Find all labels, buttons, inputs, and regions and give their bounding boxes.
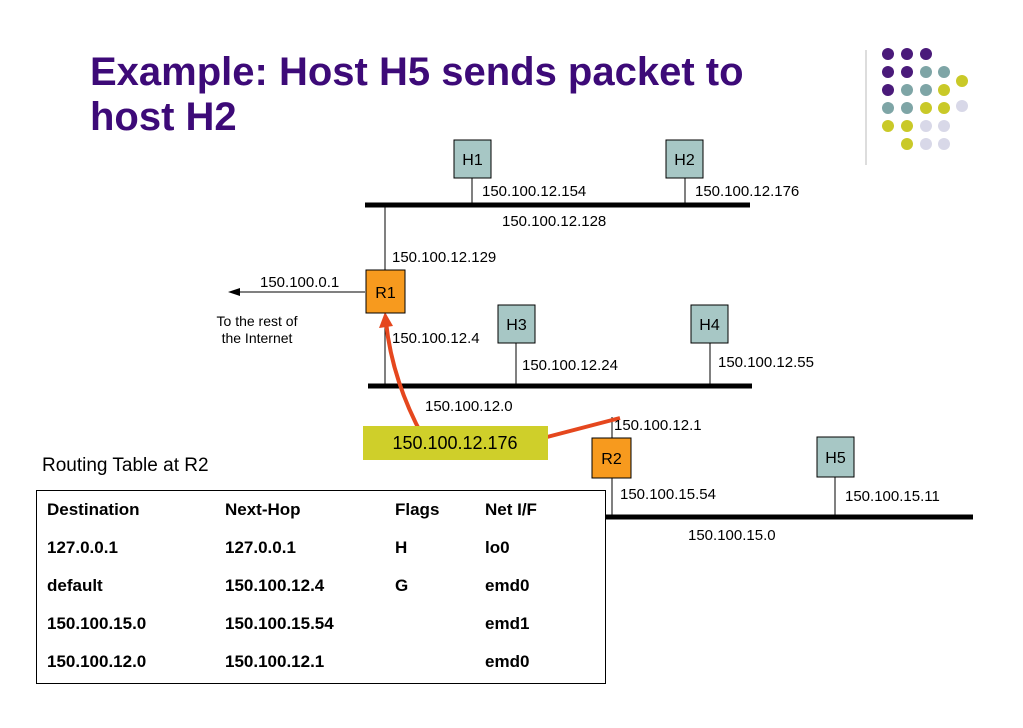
decorative-dots: [882, 48, 968, 150]
h2-address: 150.100.12.176: [695, 183, 799, 200]
router-r1-label: R1: [375, 285, 396, 302]
host-h4-label: H4: [699, 317, 720, 334]
cell-next-hop: 127.0.0.1: [225, 538, 296, 557]
table-row: 127.0.0.1 127.0.0.1 H lo0: [37, 529, 585, 567]
header-net-if: Net I/F: [485, 500, 537, 519]
routing-table: Destination Next-Hop Flags Net I/F 127.0…: [36, 490, 606, 684]
cell-destination: 150.100.15.0: [47, 614, 147, 633]
host-h5: H5: [816, 436, 855, 478]
cell-destination: default: [47, 576, 103, 595]
r2-bottom-address: 150.100.15.54: [620, 486, 716, 503]
cell-next-hop: 150.100.12.1: [225, 652, 325, 671]
router-r1: R1: [365, 269, 406, 314]
cell-flags: H: [395, 538, 408, 557]
host-h4: H4: [690, 304, 729, 344]
slide-title-line2: host H2: [90, 95, 237, 139]
cell-next-hop: 150.100.12.4: [225, 576, 325, 595]
net-bottom-address: 150.100.15.0: [688, 527, 776, 544]
cell-next-hop: 150.100.15.54: [225, 614, 334, 633]
h4-address: 150.100.12.55: [718, 354, 814, 371]
internet-arrowhead: [228, 288, 240, 296]
table-row: default 150.100.12.4 G emd0: [37, 567, 585, 605]
packet-destination-box: 150.100.12.176: [363, 426, 548, 460]
router-r2-label: R2: [601, 451, 622, 468]
net-mid-address: 150.100.12.0: [425, 398, 513, 415]
cell-net-if: emd1: [485, 614, 530, 633]
packet-destination-label: 150.100.12.176: [392, 433, 517, 453]
host-h5-label: H5: [825, 450, 846, 467]
r1-top-address: 150.100.12.129: [392, 249, 496, 266]
host-h1: H1: [453, 139, 492, 179]
host-h3-label: H3: [506, 317, 527, 334]
h1-address: 150.100.12.154: [482, 183, 586, 200]
header-flags: Flags: [395, 500, 440, 519]
net-top-address: 150.100.12.128: [502, 213, 606, 230]
cell-net-if: lo0: [485, 538, 510, 557]
host-h1-label: H1: [462, 152, 483, 169]
cell-destination: 127.0.0.1: [47, 538, 118, 557]
header-destination: Destination: [47, 500, 140, 519]
router-r2: R2: [591, 437, 632, 479]
cell-flags: [395, 643, 485, 681]
r2-mid-address: 150.100.12.1: [614, 417, 702, 434]
cell-net-if: emd0: [485, 652, 530, 671]
table-row: 150.100.15.0 150.100.15.54 emd1: [37, 605, 585, 643]
table-row: 150.100.12.0 150.100.12.1 emd0: [37, 643, 585, 681]
slide-title-line1: Example: Host H5 sends packet to: [90, 50, 744, 94]
header-next-hop: Next-Hop: [225, 500, 301, 519]
host-h2-label: H2: [674, 152, 695, 169]
cell-net-if: emd0: [485, 576, 530, 595]
h5-address: 150.100.15.11: [845, 488, 940, 505]
cell-flags: G: [395, 576, 409, 595]
h3-address: 150.100.12.24: [522, 357, 618, 374]
host-h2: H2: [665, 139, 704, 179]
internet-label-line1: To the rest of: [217, 313, 298, 329]
routing-table-header: Destination Next-Hop Flags Net I/F: [37, 491, 585, 529]
packet-arrowhead: [379, 312, 393, 328]
r1-mid-address: 150.100.12.4: [392, 330, 480, 347]
host-h3: H3: [497, 304, 536, 344]
packet-path-to-r1: [384, 321, 425, 438]
routing-table-caption: Routing Table at R2: [42, 455, 209, 476]
cell-destination: 150.100.12.0: [47, 652, 147, 671]
r1-internet-address: 150.100.0.1: [260, 274, 339, 291]
packet-path-from-r2: [546, 416, 621, 439]
cell-flags: [395, 605, 485, 643]
internet-label-line2: the Internet: [222, 330, 293, 346]
